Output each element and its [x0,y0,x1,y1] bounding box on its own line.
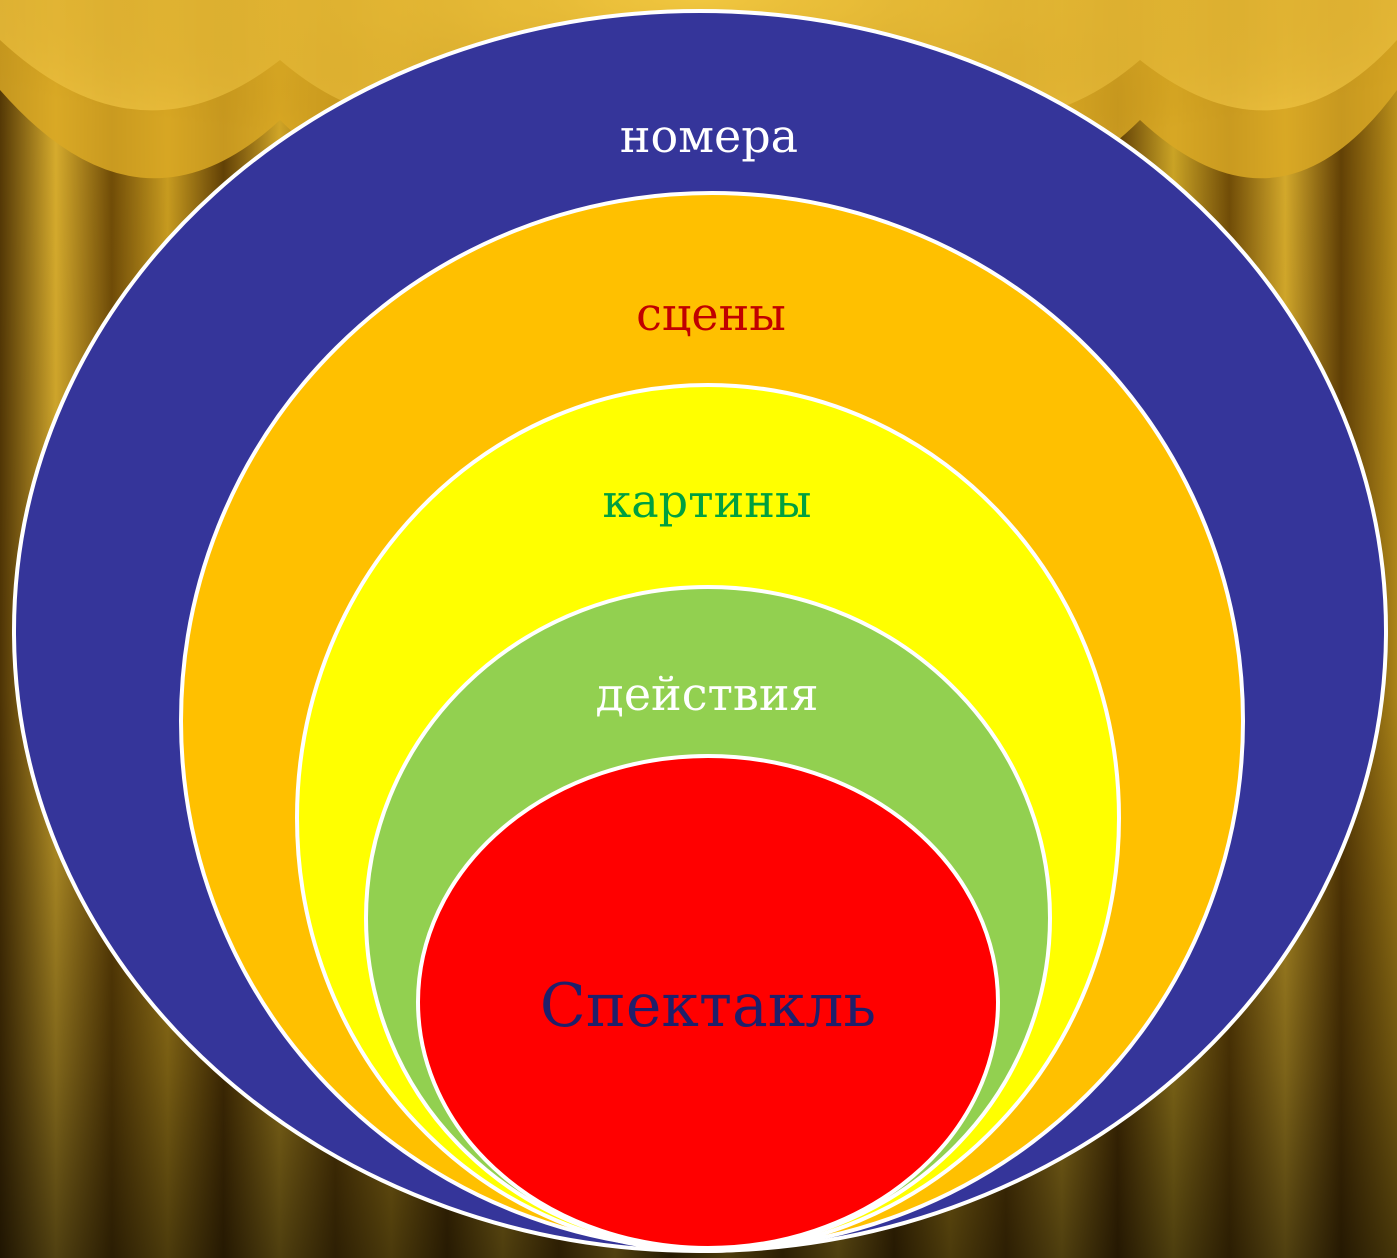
label-spektakl: Спектакль [540,971,876,1041]
label-deystviya: действия [596,667,819,721]
circle-spektakl [416,754,1000,1250]
label-kartiny: картины [603,474,812,528]
label-sceny: сцены [636,287,786,341]
label-nomera: номера [620,109,798,163]
circle-labels: номера сцены картины действия Спектакль [540,109,876,1041]
nested-circles [12,9,1388,1253]
